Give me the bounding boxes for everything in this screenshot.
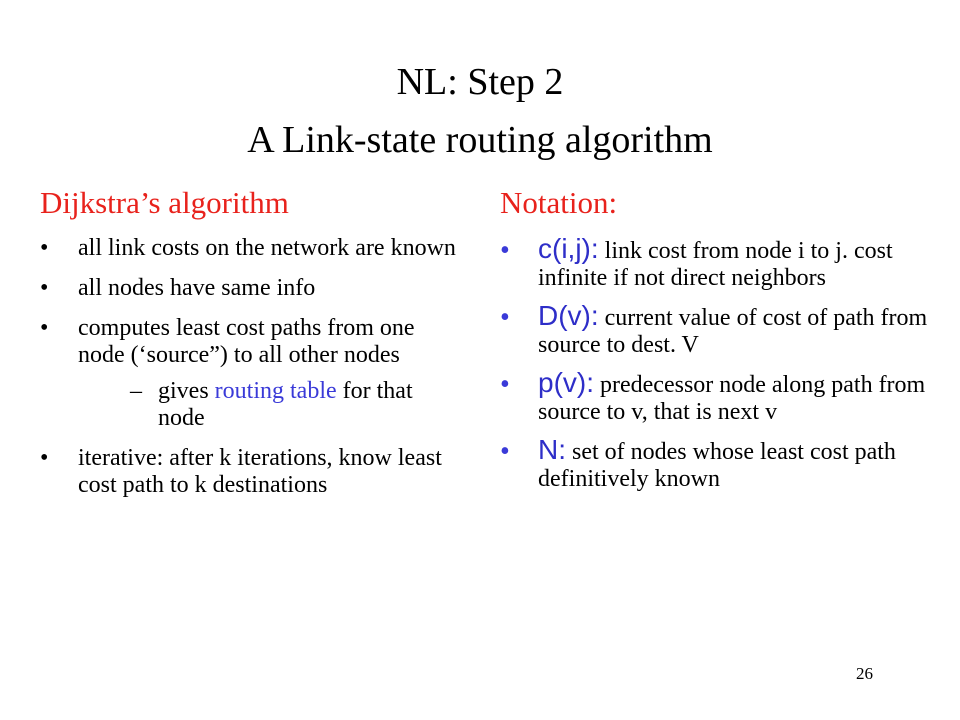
- right-heading: Notation:: [500, 185, 618, 220]
- bullet-icon: •: [40, 445, 49, 471]
- bullet-icon: •: [40, 275, 49, 301]
- notation-text: link cost from node i to j. cost infinit…: [538, 238, 893, 291]
- dash-icon: –: [130, 378, 142, 404]
- list-item: • all link costs on the network are know…: [40, 235, 460, 262]
- bullet-icon: •: [500, 302, 510, 333]
- slide-subtitle: A Link-state routing algorithm: [247, 119, 713, 161]
- notation-text: set of nodes whose least cost path defin…: [538, 439, 896, 492]
- bullet-icon: •: [500, 369, 510, 400]
- notation-text: current value of cost of path from sourc…: [538, 305, 928, 358]
- bullet-icon: •: [40, 315, 49, 341]
- list-item: • computes least cost paths from one nod…: [40, 315, 460, 432]
- notation-symbol: p(v):: [538, 367, 594, 398]
- sub-text-prefix: gives: [158, 378, 215, 404]
- list-item: • all nodes have same info: [40, 275, 460, 302]
- notation-list: • c(i,j): link cost from node i to j. co…: [500, 235, 930, 493]
- sub-text-highlight: routing table: [214, 378, 337, 404]
- sub-text-suffix: for that node: [158, 378, 413, 431]
- sub-list-item: – gives routing table for that node: [78, 378, 460, 432]
- bullet-icon: •: [500, 235, 510, 266]
- slide-title: NL: Step 2: [396, 61, 564, 103]
- bullet-icon: •: [500, 436, 510, 467]
- list-item: • p(v): predecessor node along path from…: [500, 369, 930, 426]
- list-item: • iterative: after k iterations, know le…: [40, 445, 460, 499]
- notation-text: predecessor node along path from source …: [538, 372, 926, 425]
- notation-symbol: D(v):: [538, 300, 599, 331]
- bullet-text: all nodes have same info: [78, 275, 316, 301]
- notation-symbol: N:: [538, 434, 566, 465]
- bullet-text: all link costs on the network are known: [78, 235, 456, 261]
- bullet-text: iterative: after k iterations, know leas…: [78, 445, 442, 498]
- bullet-icon: •: [40, 235, 49, 261]
- right-column: Notation: • c(i,j): link cost from node …: [500, 185, 930, 503]
- list-item: • c(i,j): link cost from node i to j. co…: [500, 235, 930, 292]
- list-item: • D(v): current value of cost of path fr…: [500, 302, 930, 359]
- notation-symbol: c(i,j):: [538, 233, 599, 264]
- list-item: • N: set of nodes whose least cost path …: [500, 436, 930, 493]
- page-number: 26: [856, 664, 873, 683]
- bullet-text: computes least cost paths from one node …: [78, 315, 415, 368]
- left-heading: Dijkstra’s algorithm: [40, 185, 289, 220]
- algorithm-bullet-list: • all link costs on the network are know…: [40, 235, 460, 499]
- left-column: Dijkstra’s algorithm • all link costs on…: [40, 185, 460, 512]
